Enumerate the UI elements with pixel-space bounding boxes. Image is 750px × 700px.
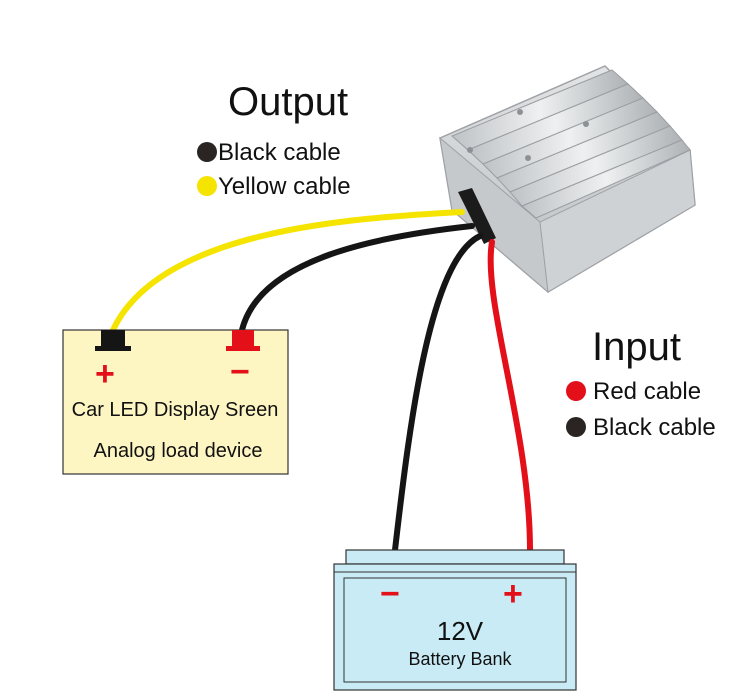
output-legend-yellow-label: Yellow cable [218, 173, 351, 200]
black-output-cable [239, 223, 475, 333]
battery-inner-outline [343, 577, 567, 683]
battery-plus-sign: + [503, 575, 523, 613]
screw-hole [583, 121, 589, 127]
output-heading: Output [228, 80, 348, 124]
battery-voltage: 12V [437, 616, 484, 646]
screw-hole [467, 147, 473, 153]
black-input-cable [392, 233, 483, 553]
output-legend-dot-black [197, 142, 217, 162]
load-terminal-negative-base [226, 346, 260, 351]
input-legend-dot-red [566, 381, 586, 401]
load-device-name: Car LED Display Sreen [72, 399, 279, 421]
output-legend-dot-yellow [197, 176, 217, 196]
converter-module [439, 65, 696, 294]
load-device-type: Analog load device [93, 440, 262, 462]
battery-body [333, 563, 577, 691]
screw-hole [525, 155, 531, 161]
red-input-cable [487, 239, 533, 553]
load-terminal-positive-base [95, 346, 131, 351]
input-legend-red-label: Red cable [593, 378, 701, 405]
load-minus-sign: − [230, 353, 250, 391]
battery-minus-sign: − [380, 575, 400, 613]
load-terminal-negative [232, 330, 254, 348]
battery-bank: − + 12V Battery Bank [333, 549, 577, 691]
input-heading: Input [592, 325, 681, 369]
load-device-box [62, 329, 289, 475]
input-legend-black-label: Black cable [593, 414, 716, 441]
load-device: + − Car LED Display Sreen Analog load de… [62, 329, 289, 475]
input-legend-dot-black [566, 417, 586, 437]
battery-top [345, 549, 565, 565]
heatsink-fins [451, 69, 691, 219]
screw-hole [517, 109, 523, 115]
cable-grommet [458, 188, 496, 244]
battery-label: Battery Bank [408, 649, 512, 669]
load-terminal-positive [101, 330, 125, 348]
yellow-cable [110, 209, 465, 333]
output-legend-black-label: Black cable [218, 139, 341, 166]
load-plus-sign: + [95, 355, 115, 393]
